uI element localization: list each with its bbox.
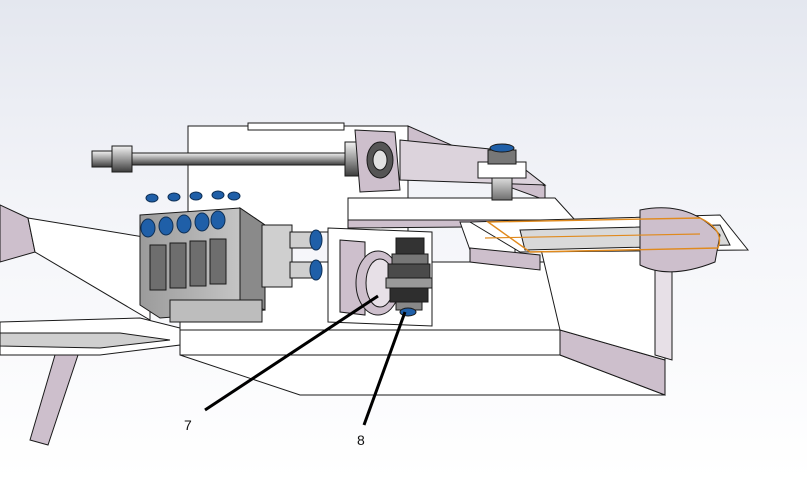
manifold-fittings: [140, 190, 323, 281]
right-plate: [539, 244, 673, 361]
left-frame-arms: [0, 204, 181, 446]
callout-label-7: 7: [184, 417, 192, 433]
cylinder-rod: [91, 129, 401, 193]
callout-label-8: 8: [357, 432, 365, 448]
mounting-nut-assembly: [385, 237, 433, 317]
callout-leader-8: [362, 311, 407, 426]
guide-tube: [468, 207, 750, 273]
callout-leader-7: [204, 294, 379, 412]
top-nut-assembly: [477, 143, 527, 201]
valve-manifold: [139, 207, 293, 323]
callout-leaders: [204, 294, 407, 426]
